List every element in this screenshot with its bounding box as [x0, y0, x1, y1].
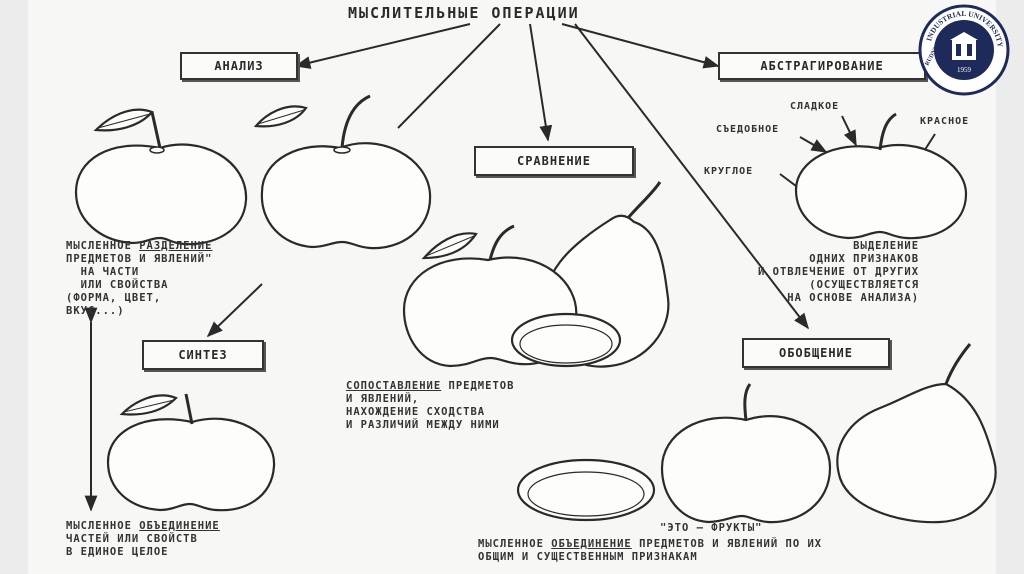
caption-comparison-rest: И ЯВЛЕНИЙ, НАХОЖДЕНИЕ СХОДСТВА И РАЗЛИЧИ… — [346, 393, 500, 431]
caption-analysis-rest: ПРЕДМЕТОВ И ЯВЛЕНИЙ" НА ЧАСТИ ИЛИ СВОЙСТ… — [66, 253, 213, 317]
box-abstraction: АБСТРАГИРОВАНИЕ — [718, 52, 926, 80]
label-sweet: СЛАДКОЕ — [790, 101, 840, 112]
box-synthesis: СИНТЕЗ — [142, 340, 264, 370]
arrow-to-comparison — [529, 23, 553, 142]
caption-comparison-post: ПРЕДМЕТОВ — [441, 380, 515, 392]
caption-comparison-underlined: СОПОСТАВЛЕНИЕ — [346, 380, 442, 392]
caption-generalization-quote: "ЭТО — ФРУКТЫ" — [660, 522, 763, 534]
arrow-edible — [799, 136, 828, 153]
seal-year: 1959 — [957, 66, 972, 74]
arrow-to-generalization — [574, 23, 809, 330]
arrow-to-synthesis — [206, 283, 263, 338]
generalization-apple — [660, 415, 832, 524]
caption-analysis: МЫСЛЕННОЕ РАЗДЕЛЕНИЕ ПРЕДМЕТОВ И ЯВЛЕНИЙ… — [66, 240, 212, 318]
caption-analysis-pre: МЫСЛЕННОЕ — [66, 240, 140, 252]
box-generalization: ОБОБЩЕНИЕ — [742, 338, 890, 368]
comparison-slice — [510, 312, 622, 368]
analysis-apple-right — [260, 142, 432, 250]
caption-synthesis-underlined: ОБЪЕДИНЕНИЕ — [139, 520, 220, 532]
line-to-analysis-apple — [397, 23, 501, 129]
generalization-slice — [516, 458, 656, 522]
caption-generalization-underlined: ОБЪЕДИНЕНИЕ — [551, 538, 632, 550]
analysis-apple-left — [74, 143, 248, 246]
arrow-round — [779, 173, 797, 187]
caption-generalization-pre: МЫСЛЕННОЕ — [478, 538, 552, 550]
box-comparison: СРАВНЕНИЕ — [474, 146, 634, 176]
synthesis-apple — [106, 417, 276, 512]
label-red: КРАСНОЕ — [920, 116, 970, 127]
page-title: МЫСЛИТЕЛЬНЫЕ ОПЕРАЦИИ — [348, 4, 580, 22]
arrow-to-analysis — [294, 23, 471, 69]
caption-synthesis-rest: ЧАСТЕЙ ИЛИ СВОЙСТВ В ЕДИНОЕ ЦЕЛОЕ — [66, 533, 198, 558]
caption-analysis-underlined: РАЗДЕЛЕНИЕ — [139, 240, 213, 252]
caption-comparison: СОПОСТАВЛЕНИЕ ПРЕДМЕТОВ И ЯВЛЕНИЙ, НАХОЖ… — [346, 380, 514, 432]
generalization-pear — [836, 382, 997, 524]
box-analysis: АНАЛИЗ — [180, 52, 298, 80]
arrow-sweet — [841, 115, 857, 147]
caption-generalization-rest: ОБЩИМ И СУЩЕСТВЕННЫМ ПРИЗНАКАМ — [478, 551, 698, 563]
abstraction-apple — [794, 143, 968, 240]
label-round: КРУГЛОЕ — [704, 166, 754, 177]
left-margin — [0, 0, 28, 574]
caption-abstraction: ВЫДЕЛЕНИЕ ОДНИХ ПРИЗНАКОВ И ОТВЛЕЧЕНИЕ О… — [758, 240, 920, 304]
right-margin — [996, 0, 1024, 574]
label-edible: СЪЕДОБНОЕ — [716, 124, 780, 135]
caption-synthesis-pre: МЫСЛЕННОЕ — [66, 520, 140, 532]
caption-generalization: МЫСЛЕННОЕ ОБЪЕДИНЕНИЕ ПРЕДМЕТОВ И ЯВЛЕНИ… — [478, 538, 822, 564]
arrow-to-abstraction — [561, 23, 720, 69]
university-seal-logo: 1959 INDUSTRIAL UNIVERSITY RUDNY — [918, 4, 1010, 96]
caption-synthesis: МЫСЛЕННОЕ ОБЪЕДИНЕНИЕ ЧАСТЕЙ ИЛИ СВОЙСТВ… — [66, 520, 220, 559]
caption-generalization-post: ПРЕДМЕТОВ И ЯВЛЕНИЙ ПО ИХ — [631, 538, 823, 550]
